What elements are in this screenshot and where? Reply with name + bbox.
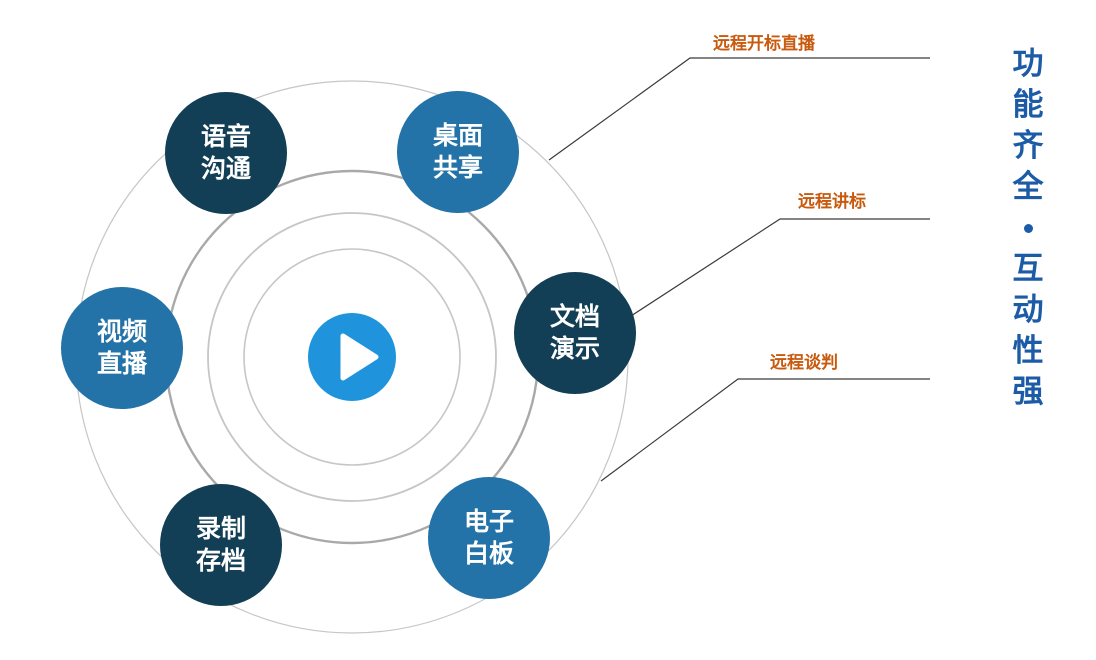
slogan-char: 互 <box>1012 251 1044 287</box>
node-record-archive-circle <box>160 484 282 606</box>
node-voice-chat-label-line1: 语音 <box>201 122 251 151</box>
node-video-live-label-line1: 视频 <box>97 317 147 346</box>
node-voice-chat-circle <box>165 92 287 214</box>
node-doc-presentation-circle <box>514 272 636 394</box>
slogan-char: 性 <box>1012 333 1044 369</box>
callout-leader-remote-negotiation <box>600 378 930 482</box>
node-whiteboard[interactable]: 电子 白板 <box>428 477 550 599</box>
callout-leader-remote-bid-presentation <box>630 218 930 317</box>
node-desktop-share[interactable]: 桌面 共享 <box>397 91 519 213</box>
inner-ring-1 <box>207 212 497 502</box>
node-video-live-circle <box>61 287 183 409</box>
node-voice-chat[interactable]: 语音 沟通 <box>165 92 287 214</box>
slogan-char: 齐 <box>1012 128 1044 164</box>
callout-remote-bid-opening-live: 远程开标直播 <box>713 33 816 54</box>
node-doc-presentation[interactable]: 文档 演示 <box>514 272 636 394</box>
node-record-archive-label-line1: 录制 <box>196 514 246 543</box>
slogan-char: 能 <box>1012 87 1044 123</box>
play-icon <box>340 333 379 381</box>
slogan-char: 全 <box>1012 169 1044 205</box>
node-doc-presentation-label-line1: 文档 <box>550 302 600 331</box>
slogan-vertical: 功 能 齐 全 互 动 性 强 <box>1003 44 1053 413</box>
slogan-separator-dot <box>1023 224 1033 233</box>
node-record-archive[interactable]: 录制 存档 <box>160 484 282 606</box>
slogan-char: 动 <box>1012 292 1044 328</box>
node-desktop-share-circle <box>397 91 519 213</box>
slogan-char: 功 <box>1012 46 1044 82</box>
node-whiteboard-label-line2: 白板 <box>464 539 514 568</box>
inner-ring-2 <box>243 248 461 466</box>
node-desktop-share-label-line1: 桌面 <box>433 121 483 150</box>
node-doc-presentation-label-line2: 演示 <box>550 334 600 363</box>
node-whiteboard-label-line1: 电子 <box>464 507 514 536</box>
play-button[interactable] <box>308 313 396 401</box>
slogan-char: 强 <box>1012 374 1044 410</box>
node-desktop-share-label-line2: 共享 <box>433 153 483 182</box>
callout-remote-bid-presentation: 远程讲标 <box>798 191 866 212</box>
callout-leader-remote-bid-opening-live <box>548 57 930 161</box>
node-whiteboard-circle <box>428 477 550 599</box>
node-record-archive-label-line2: 存档 <box>196 546 246 575</box>
callout-remote-negotiation: 远程谈判 <box>770 352 838 373</box>
node-video-live-label-line2: 直播 <box>97 349 148 378</box>
node-voice-chat-label-line2: 沟通 <box>201 154 251 183</box>
node-video-live[interactable]: 视频 直播 <box>61 287 183 409</box>
